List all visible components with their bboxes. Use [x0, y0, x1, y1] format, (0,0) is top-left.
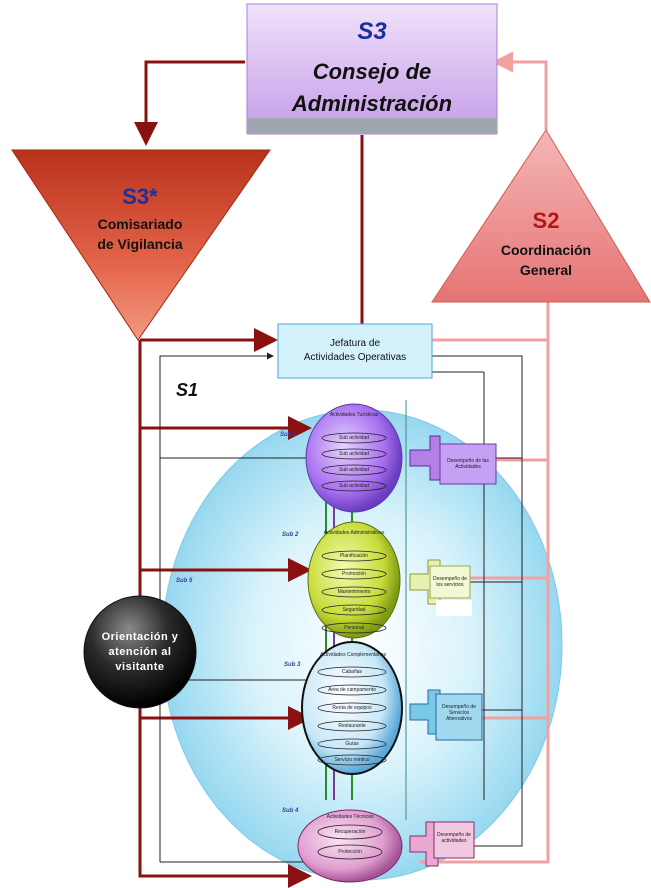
side-box-1 — [409, 435, 497, 485]
s3-code: S3 — [357, 18, 387, 45]
sub3-item: Servicio médico — [334, 757, 370, 763]
sub3-item: Guías — [345, 741, 359, 747]
s1-label: S1 — [176, 380, 199, 400]
orientacion-line1: Orientación y — [101, 631, 179, 643]
orientacion-sphere — [83, 595, 197, 709]
sub2-item: Seguridad — [342, 607, 366, 613]
sub4-ellipse — [297, 809, 403, 883]
orientacion-line3: visitante — [115, 661, 165, 673]
sub1-title: Actividades Turísticas — [329, 412, 379, 418]
s2-name-line1: Coordinación — [500, 242, 592, 258]
jefatura-line2: Actividades Operativas — [303, 352, 407, 363]
sub2-label: Sub 2 — [282, 532, 299, 538]
s2-name-line2: General — [519, 262, 573, 278]
s3-name-line2: Administración — [291, 91, 453, 116]
s3-star-triangle — [11, 149, 271, 341]
s3-star-name-line2: de Vigilancia — [97, 236, 183, 252]
black-connectors — [159, 352, 523, 863]
sub4-label: Sub 4 — [282, 808, 299, 814]
sub2-ellipse — [307, 521, 401, 639]
sub2-item: Personal — [344, 625, 364, 631]
sub1-item: Sub actividad — [338, 483, 370, 489]
jefatura-box — [277, 323, 433, 379]
pink-connectors — [420, 51, 550, 864]
sub3-item: Renta de equipos — [332, 705, 372, 711]
sub3-item: Cabañas — [341, 669, 362, 675]
s3-box — [246, 3, 498, 135]
sub1-item: Sub actividad — [338, 451, 370, 457]
sub1-label: Sub 1 — [280, 432, 297, 438]
sub-side-label: Sub 5 — [176, 578, 193, 584]
sub4-item: Protección — [338, 849, 362, 855]
side-box-4 — [409, 821, 475, 867]
side-box-1-label: Desempeño de las Actividades — [447, 458, 489, 470]
sub3-title: Actividades Complementarias — [320, 652, 387, 658]
sub4-title: Actividades Técnicas — [326, 814, 374, 820]
sub1-item: Sub actividad — [338, 435, 370, 441]
side-box-3 — [409, 689, 483, 741]
sub2-item: Planificación — [339, 553, 369, 559]
jefatura-line1: Jefatura de — [329, 338, 381, 349]
sub4-item: Recuperación — [334, 829, 366, 835]
s3-name-line1: Consejo de — [312, 59, 432, 84]
sub3-item: Área de campamento — [328, 687, 376, 693]
s3-star-name-line1: Comisariado — [97, 216, 183, 232]
sub2-title: Actividades Administrativas — [323, 530, 385, 536]
side-box-3-label: Desempeño de Servicios Alternativos — [442, 704, 476, 722]
side-box-2 — [409, 559, 472, 616]
sub2-item: Mantenimiento — [337, 589, 371, 595]
sub3-label: Sub 3 — [284, 662, 301, 668]
dark-red-connectors — [134, 60, 364, 888]
s2-triangle — [431, 129, 651, 303]
side-box-2-label: Desempeño de los servicios — [433, 576, 467, 588]
orientacion-line2: atención al — [108, 646, 172, 658]
s2-code: S2 — [532, 208, 560, 233]
sub2-item: Promoción — [342, 571, 366, 577]
s3-star-code: S3* — [122, 184, 158, 209]
sub1-ellipse — [305, 403, 403, 513]
side-box-4-label: Desempeño de actividades — [437, 832, 471, 844]
sub3-item: Restaurante — [338, 723, 366, 729]
sub1-item: Sub actividad — [338, 467, 370, 473]
